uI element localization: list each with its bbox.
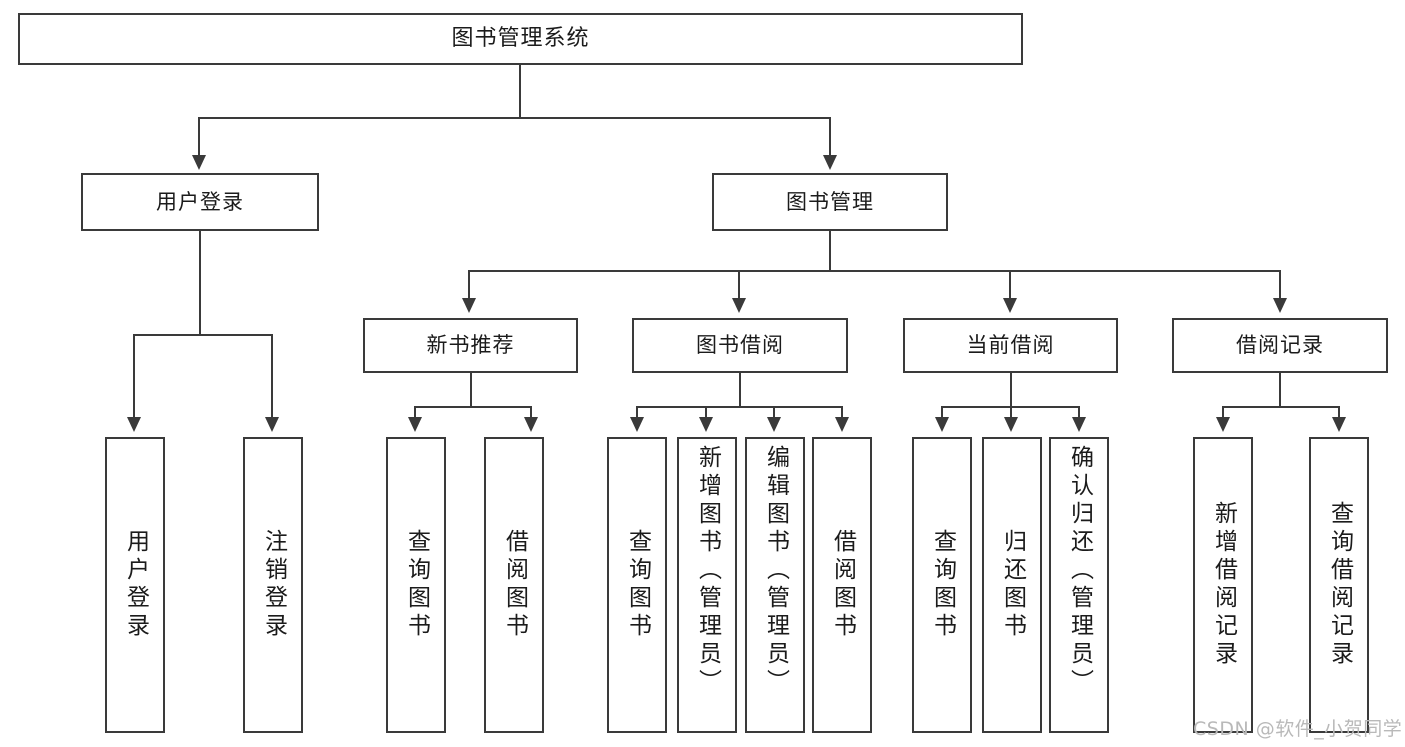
edge-to-new-book-recommend: [468, 270, 470, 298]
node-label: 编辑图书（管理员）: [762, 445, 789, 697]
node-label: 查询图书: [929, 529, 956, 641]
edge-user-login-leaf1: [133, 334, 135, 417]
arrow-borrow-record-leaf2: [1332, 417, 1346, 432]
node-user-login[interactable]: 用户登录: [81, 173, 319, 231]
edge-user-login-stem: [199, 231, 201, 335]
edge-book-borrow-bus: [636, 406, 843, 408]
node-label: 注销登录: [260, 529, 287, 641]
arrow-new-book-leaf1: [408, 417, 422, 432]
leaf-user-login[interactable]: 用户登录: [105, 437, 165, 733]
node-label: 借阅图书: [829, 529, 856, 641]
node-label: 归还图书: [999, 529, 1026, 641]
node-label: 新增借阅记录: [1210, 501, 1237, 669]
node-label: 当前借阅: [966, 333, 1055, 358]
node-label: 借阅图书: [501, 529, 528, 641]
arrow-to-new-book-recommend: [462, 298, 476, 313]
node-label: 查询图书: [624, 529, 651, 641]
node-label: 借阅记录: [1236, 333, 1324, 358]
leaf-query-borrow-record[interactable]: 查询借阅记录: [1309, 437, 1369, 733]
edge-user-login-leaf2: [271, 334, 273, 417]
node-label: 用户登录: [122, 529, 149, 641]
edge-user-login-bus: [133, 334, 272, 336]
node-borrow-record[interactable]: 借阅记录: [1172, 318, 1388, 373]
node-new-book-recommend[interactable]: 新书推荐: [363, 318, 578, 373]
leaf-query-book-recommend[interactable]: 查询图书: [386, 437, 446, 733]
arrow-new-book-leaf2: [524, 417, 538, 432]
arrow-borrow-record-leaf1: [1216, 417, 1230, 432]
node-label: 查询图书: [403, 529, 430, 641]
node-label: 图书管理: [786, 189, 874, 214]
node-book-management[interactable]: 图书管理: [712, 173, 948, 231]
arrow-book-borrow-leaf1: [630, 417, 644, 432]
leaf-add-borrow-record[interactable]: 新增借阅记录: [1193, 437, 1253, 733]
node-label: 图书借阅: [696, 333, 784, 358]
edge-book-borrow-leaf1: [636, 406, 638, 417]
arrow-book-borrow-leaf3: [767, 417, 781, 432]
csdn-watermark: CSDN @软件_小贺同学: [1193, 718, 1403, 740]
edge-to-borrow-record: [1279, 270, 1281, 298]
arrow-to-user-login: [192, 155, 206, 170]
edge-level3-bus: [468, 270, 1280, 272]
node-label: 新增图书（管理员）: [694, 445, 721, 697]
arrow-to-book-borrow: [732, 298, 746, 313]
leaf-borrow-book-recommend[interactable]: 借阅图书: [484, 437, 544, 733]
edge-root-stem: [519, 65, 521, 118]
node-root-book-management-system[interactable]: 图书管理系统: [18, 13, 1023, 65]
edge-to-book-management: [829, 117, 831, 155]
edge-book-borrow-leaf2: [705, 406, 707, 417]
edge-book-management-stem: [829, 231, 831, 271]
edge-new-book-stem: [470, 373, 472, 407]
arrow-user-login-leaf2: [265, 417, 279, 432]
arrow-book-borrow-leaf2: [699, 417, 713, 432]
edge-current-borrow-stem: [1010, 373, 1012, 407]
edge-current-borrow-leaf3: [1078, 406, 1080, 417]
edge-borrow-record-bus: [1222, 406, 1340, 408]
leaf-confirm-return-admin[interactable]: 确认归还（管理员）: [1049, 437, 1109, 733]
arrow-book-borrow-leaf4: [835, 417, 849, 432]
node-book-borrow[interactable]: 图书借阅: [632, 318, 848, 373]
arrow-user-login-leaf1: [127, 417, 141, 432]
leaf-borrow-book[interactable]: 借阅图书: [812, 437, 872, 733]
edge-borrow-record-leaf2: [1338, 406, 1340, 417]
edge-borrow-record-stem: [1279, 373, 1281, 407]
edge-to-book-borrow: [738, 270, 740, 298]
arrow-to-current-borrow: [1003, 298, 1017, 313]
node-label: 图书管理系统: [451, 26, 590, 52]
edge-borrow-record-leaf1: [1222, 406, 1224, 417]
edge-to-current-borrow: [1009, 270, 1011, 298]
leaf-return-book[interactable]: 归还图书: [982, 437, 1042, 733]
arrow-current-borrow-leaf3: [1072, 417, 1086, 432]
edge-book-borrow-stem: [739, 373, 741, 407]
edge-to-user-login: [198, 117, 200, 155]
edge-book-borrow-leaf3: [773, 406, 775, 417]
arrow-to-book-management: [823, 155, 837, 170]
edge-new-book-leaf1: [414, 406, 416, 417]
edge-current-borrow-leaf1: [941, 406, 943, 417]
node-label: 新书推荐: [426, 333, 515, 358]
node-label: 确认归还（管理员）: [1066, 445, 1093, 697]
node-label: 用户登录: [156, 189, 244, 214]
edge-new-book-leaf2: [530, 406, 532, 417]
edge-book-borrow-leaf4: [841, 406, 843, 417]
edge-new-book-bus: [414, 406, 532, 408]
node-label: 查询借阅记录: [1326, 501, 1353, 669]
leaf-query-book-borrow[interactable]: 查询图书: [607, 437, 667, 733]
leaf-query-book-current[interactable]: 查询图书: [912, 437, 972, 733]
leaf-logout-login[interactable]: 注销登录: [243, 437, 303, 733]
arrow-current-borrow-leaf2: [1004, 417, 1018, 432]
node-current-borrow[interactable]: 当前借阅: [903, 318, 1118, 373]
arrow-current-borrow-leaf1: [935, 417, 949, 432]
leaf-add-book-admin[interactable]: 新增图书（管理员）: [677, 437, 737, 733]
leaf-edit-book-admin[interactable]: 编辑图书（管理员）: [745, 437, 805, 733]
arrow-to-borrow-record: [1273, 298, 1287, 313]
edge-current-borrow-leaf2: [1010, 406, 1012, 417]
edge-level2-bus: [198, 117, 831, 119]
